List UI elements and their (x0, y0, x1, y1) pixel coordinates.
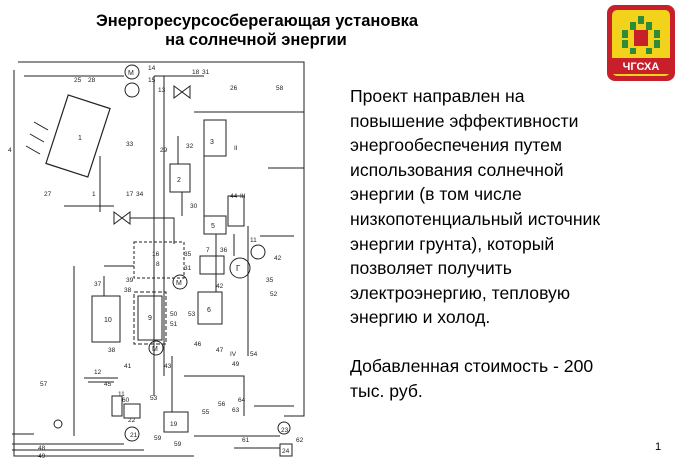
svg-text:34: 34 (136, 191, 144, 198)
svg-text:30: 30 (190, 203, 198, 210)
svg-text:63: 63 (232, 407, 240, 414)
svg-text:41: 41 (124, 363, 132, 370)
svg-text:35: 35 (184, 251, 192, 258)
svg-text:36: 36 (220, 247, 228, 254)
svg-text:III: III (240, 193, 246, 200)
body-line: электроэнергию, тепловую (350, 282, 571, 303)
svg-text:33: 33 (126, 141, 134, 148)
svg-text:5: 5 (211, 223, 215, 230)
svg-text:51: 51 (170, 321, 178, 328)
body-line: использования солнечной (350, 159, 564, 180)
body-line: энергии грунта), который (350, 233, 555, 254)
svg-text:31: 31 (184, 265, 192, 272)
svg-text:56: 56 (218, 401, 226, 408)
svg-text:35: 35 (266, 277, 274, 284)
slide-title: Энергоресурсосберегающая установка на со… (96, 12, 419, 50)
svg-text:50: 50 (170, 311, 178, 318)
svg-text:37: 37 (94, 281, 102, 288)
added-value-line-1: Добавленная стоимость - 200 (350, 355, 594, 376)
svg-text:Г: Г (236, 264, 241, 273)
svg-text:44: 44 (230, 193, 238, 200)
svg-text:58: 58 (276, 85, 284, 92)
svg-text:31: 31 (202, 69, 210, 76)
svg-text:53: 53 (150, 395, 158, 402)
svg-text:26: 26 (230, 85, 238, 92)
svg-text:17: 17 (126, 191, 134, 198)
page-number: 1 (655, 441, 662, 453)
body-line: низкопотенциальный источник (350, 208, 601, 229)
svg-text:4: 4 (8, 147, 12, 154)
svg-text:54: 54 (250, 351, 258, 358)
svg-text:11: 11 (250, 237, 257, 244)
svg-text:9: 9 (148, 315, 152, 322)
title-line-1: Энергоресурсосберегающая установка (96, 12, 419, 30)
added-value-line-2: тыс. руб. (350, 380, 423, 401)
svg-text:3: 3 (210, 139, 214, 146)
svg-text:11: 11 (118, 391, 125, 398)
svg-text:38: 38 (124, 287, 132, 294)
svg-text:18: 18 (192, 69, 200, 76)
svg-text:45: 45 (104, 381, 112, 388)
body-line: энергообеспечения путем (350, 135, 563, 156)
svg-text:7: 7 (206, 247, 210, 254)
svg-text:24: 24 (282, 448, 290, 455)
svg-text:29: 29 (160, 147, 168, 154)
svg-text:49: 49 (38, 453, 46, 460)
svg-text:16: 16 (152, 251, 160, 258)
body-line: позволяет получить (350, 258, 512, 279)
svg-text:12: 12 (94, 369, 102, 376)
svg-text:47: 47 (216, 347, 224, 354)
svg-text:23: 23 (281, 427, 289, 434)
svg-text:10: 10 (104, 317, 112, 324)
svg-text:61: 61 (242, 437, 250, 444)
svg-text:25: 25 (74, 77, 82, 84)
svg-text:1: 1 (92, 191, 96, 198)
svg-text:22: 22 (128, 417, 136, 424)
svg-text:21: 21 (130, 432, 138, 439)
svg-text:59: 59 (154, 435, 162, 442)
svg-text:M: M (152, 346, 158, 353)
svg-text:43: 43 (164, 363, 172, 370)
logo-text: ЧГСХА (623, 61, 660, 73)
svg-text:57: 57 (40, 381, 48, 388)
body-line: энергии (в том числе (350, 184, 522, 205)
svg-text:49: 49 (232, 361, 240, 368)
svg-text:42: 42 (216, 283, 224, 290)
svg-text:8: 8 (156, 261, 160, 268)
svg-text:1: 1 (78, 135, 82, 142)
svg-text:38: 38 (108, 347, 116, 354)
svg-text:42: 42 (274, 255, 282, 262)
svg-text:14: 14 (148, 65, 156, 72)
svg-text:15: 15 (148, 77, 156, 84)
svg-text:64: 64 (238, 397, 246, 404)
svg-text:52: 52 (270, 291, 278, 298)
academy-logo: ЧГСХА (607, 5, 675, 81)
title-line-2: на солнечной энергии (165, 31, 347, 49)
svg-text:13: 13 (158, 87, 166, 94)
svg-text:6: 6 (207, 307, 211, 314)
svg-text:32: 32 (186, 143, 194, 150)
body-line: энергию и холод. (350, 307, 491, 328)
svg-text:27: 27 (44, 191, 52, 198)
svg-text:2: 2 (177, 177, 181, 184)
svg-text:48: 48 (38, 445, 46, 452)
project-description: Проект направлен на повышение эффективно… (350, 84, 670, 403)
svg-text:M: M (128, 70, 134, 77)
svg-text:M: M (176, 280, 182, 287)
svg-text:IV: IV (230, 351, 237, 358)
svg-text:39: 39 (126, 277, 134, 284)
body-line: Проект направлен на (350, 86, 525, 106)
svg-text:60: 60 (122, 397, 130, 404)
svg-text:II: II (234, 145, 238, 152)
svg-text:59: 59 (174, 441, 182, 448)
svg-text:53: 53 (188, 311, 196, 318)
body-line: повышение эффективности (350, 110, 579, 131)
svg-text:46: 46 (194, 341, 202, 348)
svg-text:19: 19 (170, 421, 178, 428)
svg-text:55: 55 (202, 409, 210, 416)
spacer (350, 330, 670, 354)
svg-text:28: 28 (88, 77, 96, 84)
svg-text:62: 62 (296, 437, 304, 444)
